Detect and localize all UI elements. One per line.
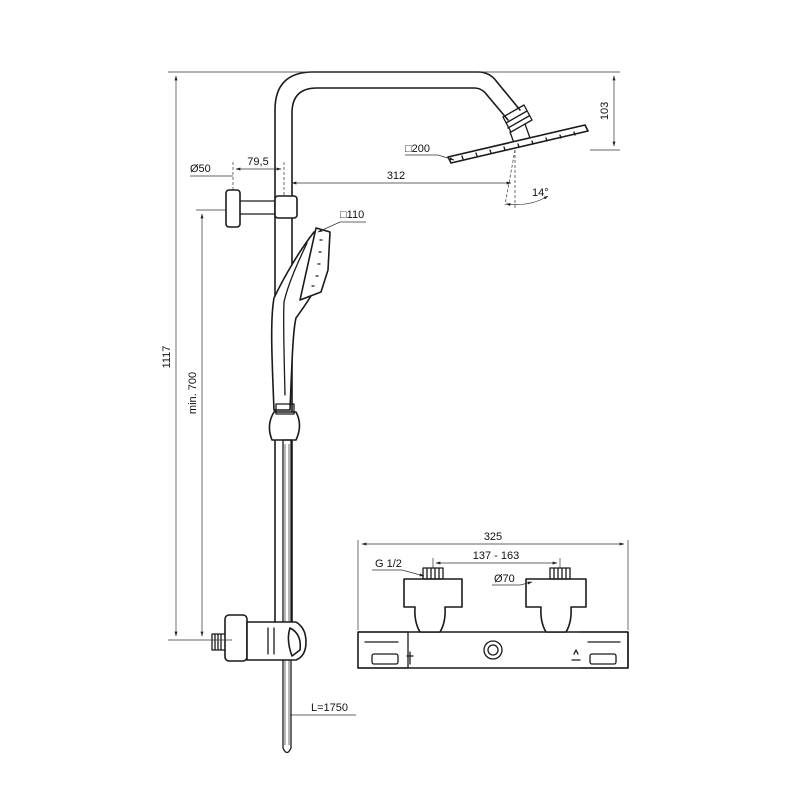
mixer-flange: [224, 614, 248, 662]
label-hose-length: L=1750: [311, 702, 348, 714]
slider-holder: [268, 411, 301, 441]
mixer-cold-marking: [406, 651, 414, 665]
label-handshower-size: □110: [340, 209, 364, 221]
wall-bracket-rosette: [225, 189, 241, 228]
label-bracket-diameter: Ø50: [190, 163, 211, 175]
mixer-outlet-nut: [267, 627, 275, 655]
label-head-height: 103: [599, 102, 611, 120]
mixer-front-view: [357, 567, 629, 669]
mixer-hot-marking: [571, 649, 581, 661]
hand-shower-face-nozzles: [311, 239, 323, 287]
label-bracket-offset: 79,5: [247, 156, 268, 168]
mixer-right-inlet-thread: [549, 567, 571, 580]
dimension-lines: [168, 71, 620, 716]
mixer-front-right-cap: [579, 631, 629, 669]
head-shower-swivel-nut: [502, 104, 533, 133]
hand-shower: [270, 227, 331, 411]
mixer-dimension-lines: [357, 540, 629, 630]
hand-shower-inner-outline: [282, 242, 308, 396]
label-min-height: min. 700: [187, 372, 199, 414]
head-shower-nozzles: [461, 131, 576, 160]
label-flange-diameter: Ø70: [494, 573, 515, 585]
head-shower: [447, 104, 589, 164]
mixer-front-right-button: [589, 653, 617, 665]
slider: [268, 403, 301, 441]
wall-bracket: [225, 189, 298, 228]
mixer-left-inlet-thread: [422, 567, 444, 580]
wall-bracket-clamp: [274, 195, 298, 219]
label-thread: G 1/2: [375, 558, 402, 570]
hose-outline: [282, 439, 292, 754]
label-head-size: □200: [405, 143, 430, 155]
hose: [282, 439, 292, 754]
hand-shower-face: [299, 227, 331, 301]
mixer-front-outlet-inner: [487, 644, 499, 656]
label-mixer-width: 325: [484, 531, 502, 543]
mixer-knob: [287, 627, 302, 657]
mixer-side-view: [211, 614, 307, 662]
label-inlet-centers: 137 - 163: [473, 550, 519, 562]
mixer-right-leg: [525, 578, 587, 633]
mixer-left-leg: [403, 578, 463, 633]
inlet-connector: [211, 633, 227, 651]
slider-collar: [275, 403, 295, 415]
labels: 1117 min. 700 103 □200 312 14° Ø50 79,5 …: [161, 102, 611, 714]
mixer-front-outlet: [483, 640, 503, 660]
mixer-front-left-cap: [357, 631, 409, 669]
mixer-front-left-button: [371, 653, 399, 665]
riser-pipe-inner: [291, 87, 509, 641]
label-column-height: 1117: [161, 346, 173, 369]
label-arm-reach: 312: [387, 170, 405, 182]
wall-bracket-arm: [239, 200, 277, 215]
label-head-tilt: 14°: [532, 187, 549, 199]
